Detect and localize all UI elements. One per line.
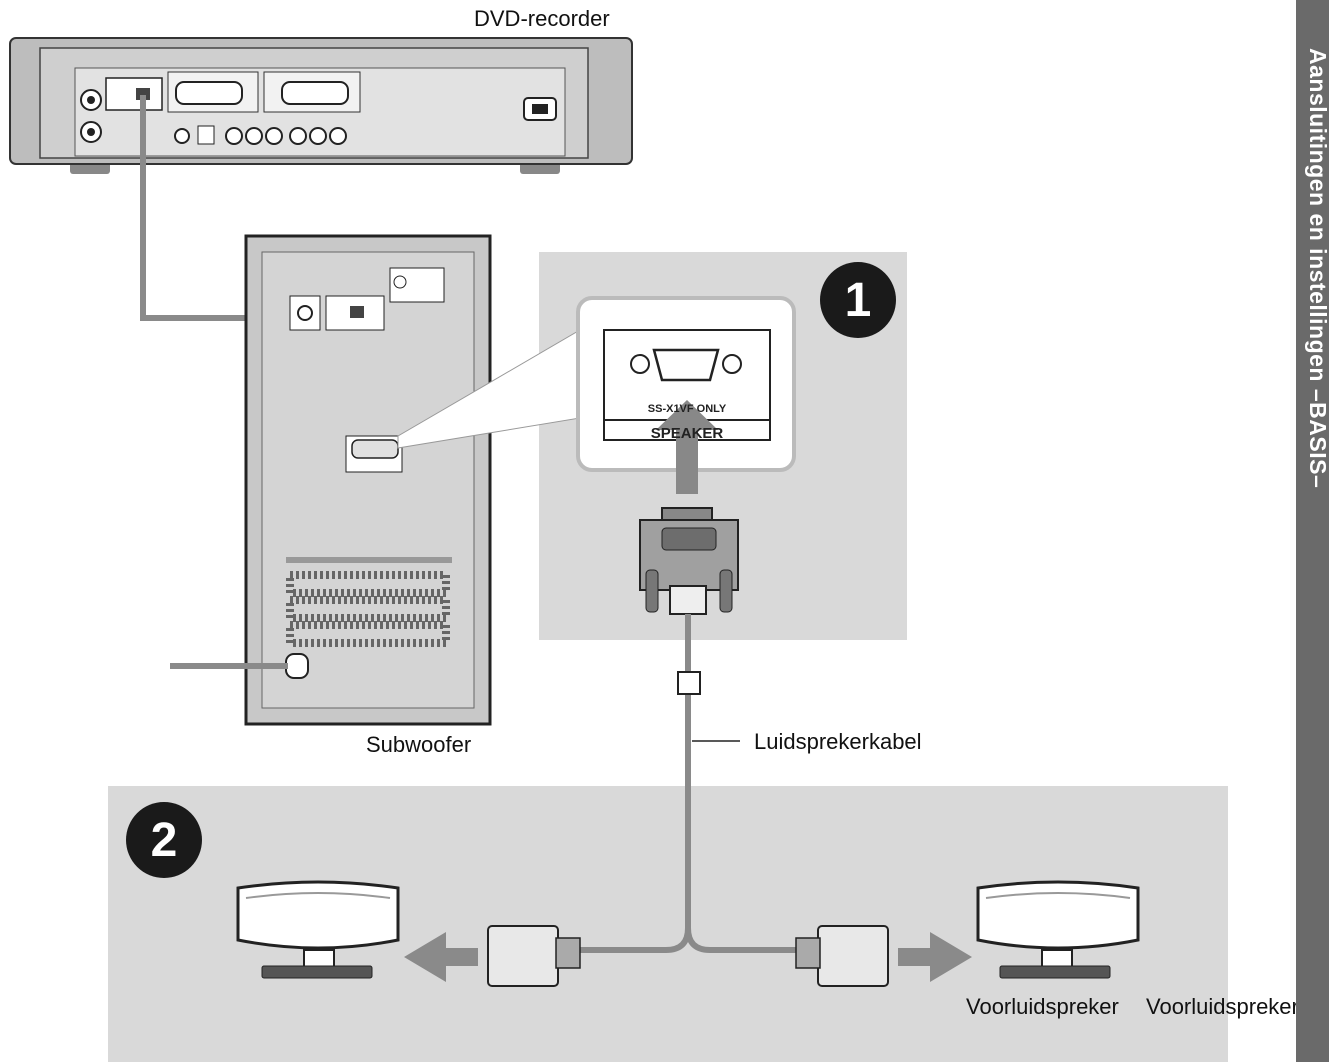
right-speaker-plug <box>795 925 889 987</box>
side-section-tab-label: Aansluitingen en instellingen –BASIS– <box>1305 48 1329 489</box>
cable-plug <box>639 507 739 615</box>
subwoofer-device <box>244 234 492 726</box>
step-1-badge: 1 <box>820 262 896 338</box>
left-speaker-label: Voorluidspreker <box>966 994 1119 1019</box>
side-section-tab <box>1296 0 1329 1062</box>
dvd-recorder-device <box>9 37 633 174</box>
left-arrow <box>404 932 478 982</box>
speaker-port-callout <box>576 296 796 494</box>
port-model-label: SS-X1VF ONLY <box>648 403 727 415</box>
speaker-cable <box>578 614 800 953</box>
subwoofer-label: Subwoofer <box>366 732 472 757</box>
step-2-badge: 2 <box>126 802 202 878</box>
dvd-recorder-label: DVD-recorder <box>474 6 610 31</box>
right-front-speaker <box>976 880 1140 979</box>
left-speaker-plug <box>487 925 581 987</box>
speaker-cable-label: Luidsprekerkabel <box>754 729 922 754</box>
right-arrow <box>898 932 972 982</box>
left-front-speaker <box>236 880 400 979</box>
ferrite-core <box>677 671 701 695</box>
port-name-label: SPEAKER <box>651 425 724 442</box>
right-speaker-label: Voorluidspreker <box>1146 994 1299 1019</box>
